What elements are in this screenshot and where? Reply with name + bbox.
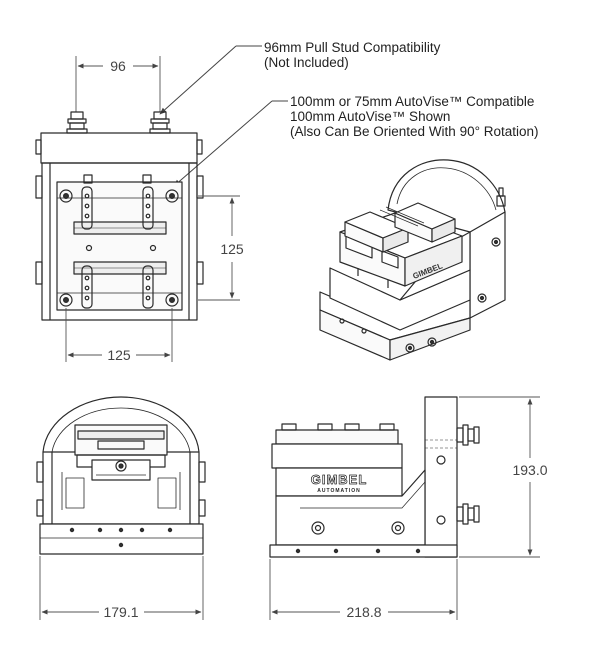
side-view: GIMBEL AUTOMATION 218.8 (269, 396, 548, 620)
side-vise-jaws (275, 429, 399, 445)
corner-bolts (59, 189, 179, 307)
autovise-callout-line2: 100mm AutoVise™ Shown (290, 109, 451, 124)
pull-stud-left (66, 111, 88, 134)
dim-125-horizontal-label: 125 (107, 347, 131, 363)
dim-96 (75, 56, 161, 112)
dim-179-1 (39, 556, 204, 620)
top-body (41, 162, 198, 321)
autovise-callout-line1: 100mm or 75mm AutoVise™ Compatible (290, 94, 535, 109)
vise-plate (56, 181, 183, 311)
isometric-view: GIMBEL (319, 159, 506, 361)
dim-96-label: 96 (110, 58, 126, 74)
pull-stud-callout-line2: (Not Included) (264, 55, 349, 70)
pull-stud-callout: 96mm Pull Stud Compatibility (Not Includ… (264, 40, 440, 70)
autovise-leader (173, 100, 288, 187)
side-pull-stud-bottom (456, 503, 480, 525)
front-view: 179.1 (36, 396, 206, 620)
side-pull-stud-top (456, 424, 480, 446)
dim-125-vertical (198, 195, 240, 301)
slot-tracks (81, 186, 154, 309)
side-logo-sub: AUTOMATION (317, 488, 360, 494)
autovise-callout-line3: (Also Can Be Oriented With 90° Rotation) (290, 124, 539, 139)
pull-stud-leader (159, 45, 262, 115)
autovise-callout: 100mm or 75mm AutoVise™ Compatible 100mm… (290, 94, 539, 139)
dim-125-horizontal (65, 308, 173, 362)
dim-179-1-label: 179.1 (103, 604, 138, 620)
pull-stud-right (149, 111, 171, 134)
side-base (269, 544, 458, 558)
dim-125-vertical-label: 125 (220, 241, 244, 257)
top-view: 96 (35, 56, 244, 363)
dim-193-label: 193.0 (512, 462, 547, 478)
back-rail (40, 132, 198, 164)
pull-stud-callout-line1: 96mm Pull Stud Compatibility (264, 40, 441, 55)
side-upright (424, 396, 458, 558)
dim-218-8 (269, 559, 458, 620)
dim-193 (459, 396, 540, 558)
side-logo-brand: GIMBEL (311, 472, 368, 487)
dim-218-8-label: 218.8 (346, 604, 381, 620)
front-vise (74, 424, 168, 456)
